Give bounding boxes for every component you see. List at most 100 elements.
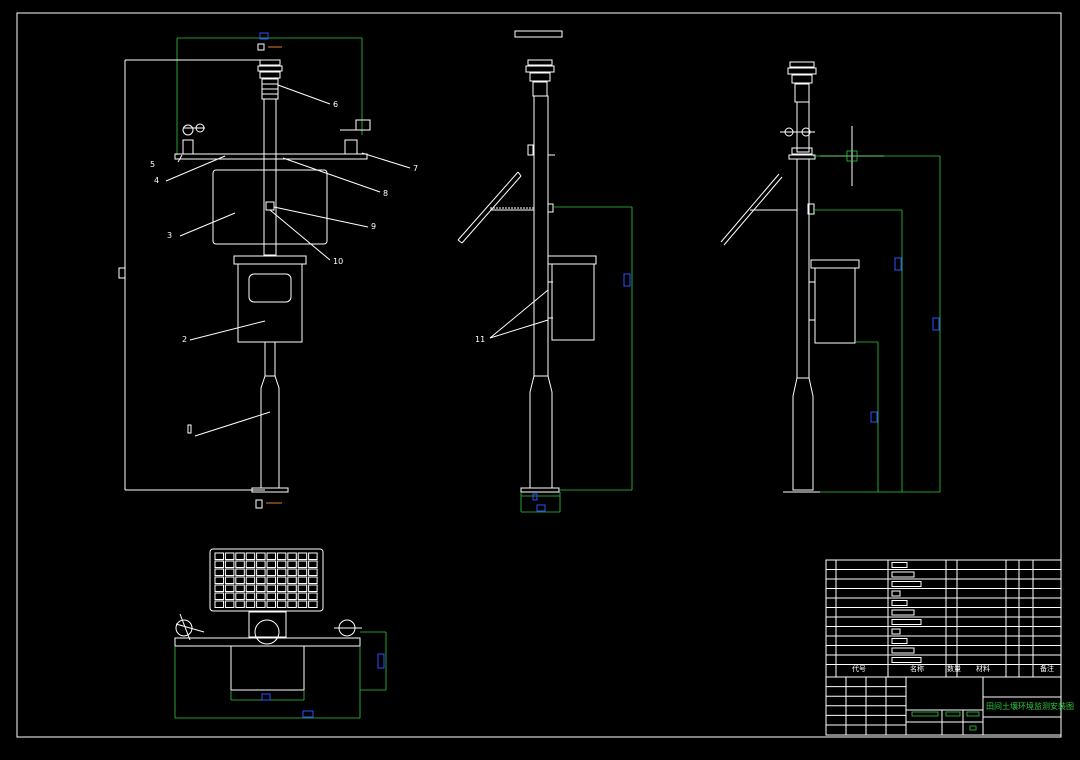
solar-cell — [308, 560, 318, 568]
part-label-6: 6 — [333, 100, 338, 109]
part-label-3: 3 — [167, 231, 172, 240]
solar-cell — [214, 592, 224, 600]
title-block: 代号 名称 数量 材料 备注 田间土壤环境监测安装图 — [825, 559, 1074, 736]
solar-cell — [245, 600, 256, 608]
solar-cell — [266, 568, 276, 576]
solar-cell — [276, 560, 287, 568]
solar-cell — [224, 560, 235, 568]
bom-row-mark — [891, 581, 922, 587]
solar-cell — [214, 568, 224, 576]
bom-row-mark — [891, 590, 901, 597]
solar-cell — [256, 552, 266, 560]
header-code: 代号 — [852, 664, 866, 673]
bom-row-mark — [891, 562, 908, 568]
solar-cell — [287, 584, 297, 592]
solar-cell — [266, 560, 276, 568]
solar-cell — [245, 584, 256, 592]
solar-cell — [287, 552, 297, 560]
solar-cell — [224, 600, 235, 608]
solar-cell — [287, 560, 297, 568]
solar-cell — [235, 600, 245, 608]
solar-cell — [308, 592, 318, 600]
solar-cell — [256, 584, 266, 592]
header-remark: 备注 — [1040, 664, 1054, 673]
solar-cell — [266, 584, 276, 592]
solar-cell — [235, 560, 245, 568]
part-label-10: 10 — [333, 257, 343, 266]
part-label-5: 5 — [150, 160, 155, 169]
part-label-8: 8 — [383, 189, 388, 198]
solar-cell — [308, 568, 318, 576]
solar-cell — [235, 592, 245, 600]
solar-cell — [276, 576, 287, 584]
solar-cell — [308, 600, 318, 608]
solar-cell — [256, 576, 266, 584]
solar-cell — [245, 592, 256, 600]
solar-cell — [235, 568, 245, 576]
bom-row-mark — [891, 571, 915, 578]
solar-cell — [245, 552, 256, 560]
solar-cell — [224, 552, 235, 560]
part-label-4: 4 — [154, 176, 159, 185]
solar-cell — [214, 560, 224, 568]
solar-cell — [245, 560, 256, 568]
solar-cell — [224, 584, 235, 592]
solar-cell — [214, 576, 224, 584]
solar-cell — [214, 584, 224, 592]
solar-cell — [297, 592, 308, 600]
outer-frame — [16, 12, 1062, 738]
front-view: 6 5 4 7 8 9 10 3 2 — [118, 32, 418, 509]
header-qty: 数量 — [947, 664, 961, 673]
solar-cell — [256, 592, 266, 600]
solar-cell — [276, 592, 287, 600]
solar-cell — [245, 568, 256, 576]
solar-cell — [297, 600, 308, 608]
solar-cell — [276, 568, 287, 576]
solar-cell — [287, 576, 297, 584]
side-view: 11 — [457, 30, 633, 513]
solar-cell — [235, 576, 245, 584]
solar-cell — [256, 568, 266, 576]
bom-row-mark — [891, 638, 908, 644]
bom-row-mark — [891, 647, 915, 654]
solar-cell — [224, 592, 235, 600]
top-view — [174, 548, 387, 719]
solar-cell — [245, 576, 256, 584]
solar-cell — [224, 568, 235, 576]
solar-cell — [276, 552, 287, 560]
solar-cell — [276, 584, 287, 592]
solar-cell — [297, 560, 308, 568]
solar-cell — [214, 600, 224, 608]
bom-row-mark — [891, 628, 901, 635]
bom-row-mark — [891, 600, 908, 606]
solar-cell — [297, 552, 308, 560]
bom-row-mark — [891, 609, 915, 616]
drawing-title: 田间土壤环境监测安装图 — [986, 701, 1074, 711]
solar-cell — [297, 576, 308, 584]
solar-cell — [266, 600, 276, 608]
solar-cell — [224, 576, 235, 584]
solar-cell — [287, 592, 297, 600]
solar-cell — [308, 584, 318, 592]
solar-cell — [266, 552, 276, 560]
part-label-11: 11 — [475, 335, 485, 344]
solar-cell — [297, 584, 308, 592]
solar-cell — [308, 576, 318, 584]
solar-cell — [235, 584, 245, 592]
solar-cell — [308, 552, 318, 560]
part-label-2: 2 — [182, 335, 187, 344]
solar-cell — [256, 600, 266, 608]
solar-cell — [297, 568, 308, 576]
header-name: 名称 — [910, 664, 924, 673]
part-label-7: 7 — [413, 164, 418, 173]
solar-cell — [266, 592, 276, 600]
bom-row-mark — [891, 657, 922, 663]
solar-cell — [266, 576, 276, 584]
solar-cell — [287, 568, 297, 576]
header-material: 材料 — [976, 664, 990, 673]
solar-cell — [256, 560, 266, 568]
solar-cell — [287, 600, 297, 608]
solar-cell — [235, 552, 245, 560]
solar-cell — [276, 600, 287, 608]
